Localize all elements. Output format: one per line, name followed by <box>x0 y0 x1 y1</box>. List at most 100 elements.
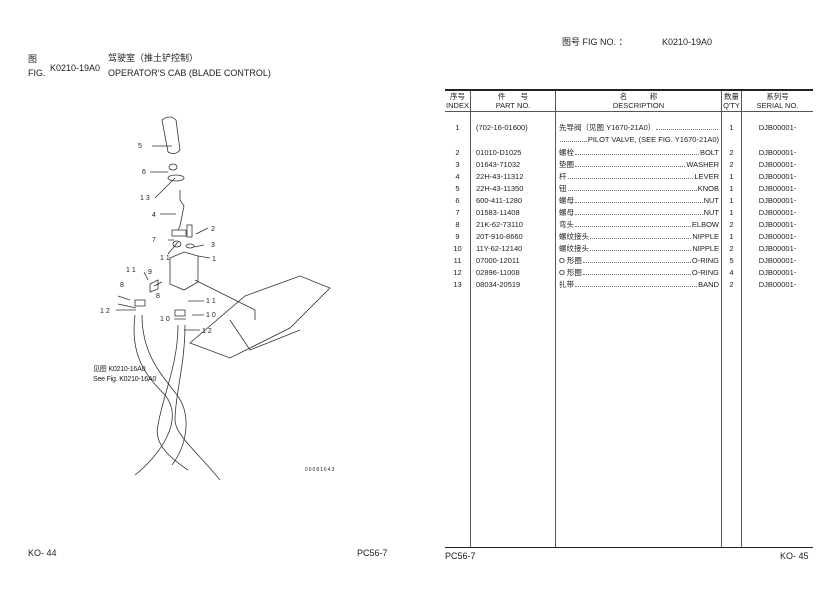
row-qty: 2 <box>729 220 734 229</box>
callout-12a: 1 2 <box>100 308 110 315</box>
callout-11c: 1 1 <box>206 298 216 305</box>
row-description-en: NUT <box>703 196 719 205</box>
row-qty: 2 <box>729 148 734 157</box>
callout-2: 2 <box>211 226 215 233</box>
row-serial: DJB00001- <box>758 123 797 132</box>
row-index: 9 <box>455 232 460 241</box>
row-index: 11 <box>453 256 462 265</box>
row-description: 钮 KNOB <box>559 183 719 194</box>
leader-dots <box>575 159 686 167</box>
row-description-en: ELBOW <box>691 220 719 229</box>
row-description: 先导阀（见图 Y1670-21A0） <box>559 122 719 133</box>
row-index: 12 <box>453 268 462 277</box>
row-serial: DJB00001- <box>758 220 797 229</box>
callout-6: 6 <box>142 169 146 176</box>
row-part-no: 01583-11408 <box>476 208 520 217</box>
leader-dots <box>567 183 697 191</box>
row-part-no: 11Y-62-12140 <box>476 244 523 253</box>
row-index: 6 <box>455 196 460 205</box>
row-index: 8 <box>455 220 460 229</box>
leader-dots <box>590 231 692 239</box>
row-part-no: 08034-20519 <box>476 280 521 289</box>
row-qty: 2 <box>729 280 734 289</box>
row-index: 10 <box>453 244 462 253</box>
row-qty: 1 <box>729 184 734 193</box>
leader-lines <box>116 145 211 331</box>
row-index: 4 <box>455 172 460 181</box>
row-description-en: WASHER <box>686 160 719 169</box>
row-serial: DJB00001- <box>758 280 797 289</box>
callout-4: 4 <box>152 212 156 219</box>
table-row: 1 (702-16-01600) 先导阀（见图 Y1670-21A0） 1 DJB000… <box>445 122 813 134</box>
row-serial: DJB00001- <box>758 268 797 277</box>
leader-dots <box>575 279 698 287</box>
fig-label-cn: 图 <box>28 54 38 64</box>
row-index: 1 <box>455 123 460 132</box>
row-description-cn: 螺栓 <box>559 148 574 157</box>
title-en: OPERATOR'S CAB (BLADE CONTROL) <box>108 68 271 78</box>
row-index: 5 <box>455 184 460 193</box>
callout-5: 5 <box>138 143 142 150</box>
row-description-continued: PILOT VALVE, (SEE FIG. Y1670-21A0) <box>559 134 719 145</box>
nut-part <box>168 163 178 171</box>
row-qty: 4 <box>729 268 734 277</box>
row-index: 13 <box>453 280 462 289</box>
callout-11a: 1 1 <box>160 255 170 262</box>
row-part-no: 07000-12011 <box>476 256 520 265</box>
leader-dots <box>567 171 694 179</box>
row-description-cn: 钮 <box>559 184 567 193</box>
row-description-en: O-RING <box>691 268 719 277</box>
callout-13: 1 3 <box>140 195 150 202</box>
leader-dots <box>575 195 703 203</box>
row-description-en: LEVER <box>694 172 719 181</box>
callout-3: 3 <box>211 242 215 249</box>
exploded-parts-diagram: 5 6 1 3 4 2 7 3 1 1 1 9 1 1 8 8 1 2 1 1 … <box>100 116 331 480</box>
row-serial: DJB00001- <box>758 208 797 217</box>
row-qty: 5 <box>729 256 734 265</box>
leader-dots <box>575 207 703 215</box>
row-part-no: 21K-62-73110 <box>476 220 523 229</box>
right-page-number: KO- 45 <box>780 551 809 561</box>
row-description-en: BAND <box>698 280 719 289</box>
row-part-no: (702-16-01600) <box>476 123 528 132</box>
row-qty: 1 <box>729 172 734 181</box>
row-serial: DJB00001- <box>758 160 797 169</box>
row-description: 垫圈 WASHER <box>559 159 719 170</box>
row-description-en: NUT <box>703 208 719 217</box>
row-description-en: O-RING <box>691 256 719 265</box>
row-part-no: 01643-71032 <box>476 160 521 169</box>
left-model: PC56-7 <box>357 548 388 558</box>
row-description: O 形圈 O-RING <box>559 255 719 266</box>
row-description-en: KNOB <box>697 184 719 193</box>
row-description-cn: O 形圈 <box>559 256 582 265</box>
callout-12b: 1 2 <box>202 328 212 335</box>
table-row-continuation: PILOT VALVE, (SEE FIG. Y1670-21A0) <box>445 134 813 146</box>
row-description-en: NIPPLE <box>692 244 719 253</box>
left-page-number: KO- 44 <box>28 548 57 558</box>
row-qty: 1 <box>729 123 734 132</box>
row-index: 3 <box>455 160 460 169</box>
fig-number: K0210-19A0 <box>50 63 101 73</box>
leader-dots <box>582 267 691 275</box>
leader-dots <box>590 243 692 251</box>
row-description-cn: 垫圈 <box>559 160 574 169</box>
fig-label-en: FIG. <box>28 68 46 78</box>
see-figure-en: See Fig. K0210-16A0 <box>93 376 157 383</box>
leader-dots <box>656 122 718 130</box>
